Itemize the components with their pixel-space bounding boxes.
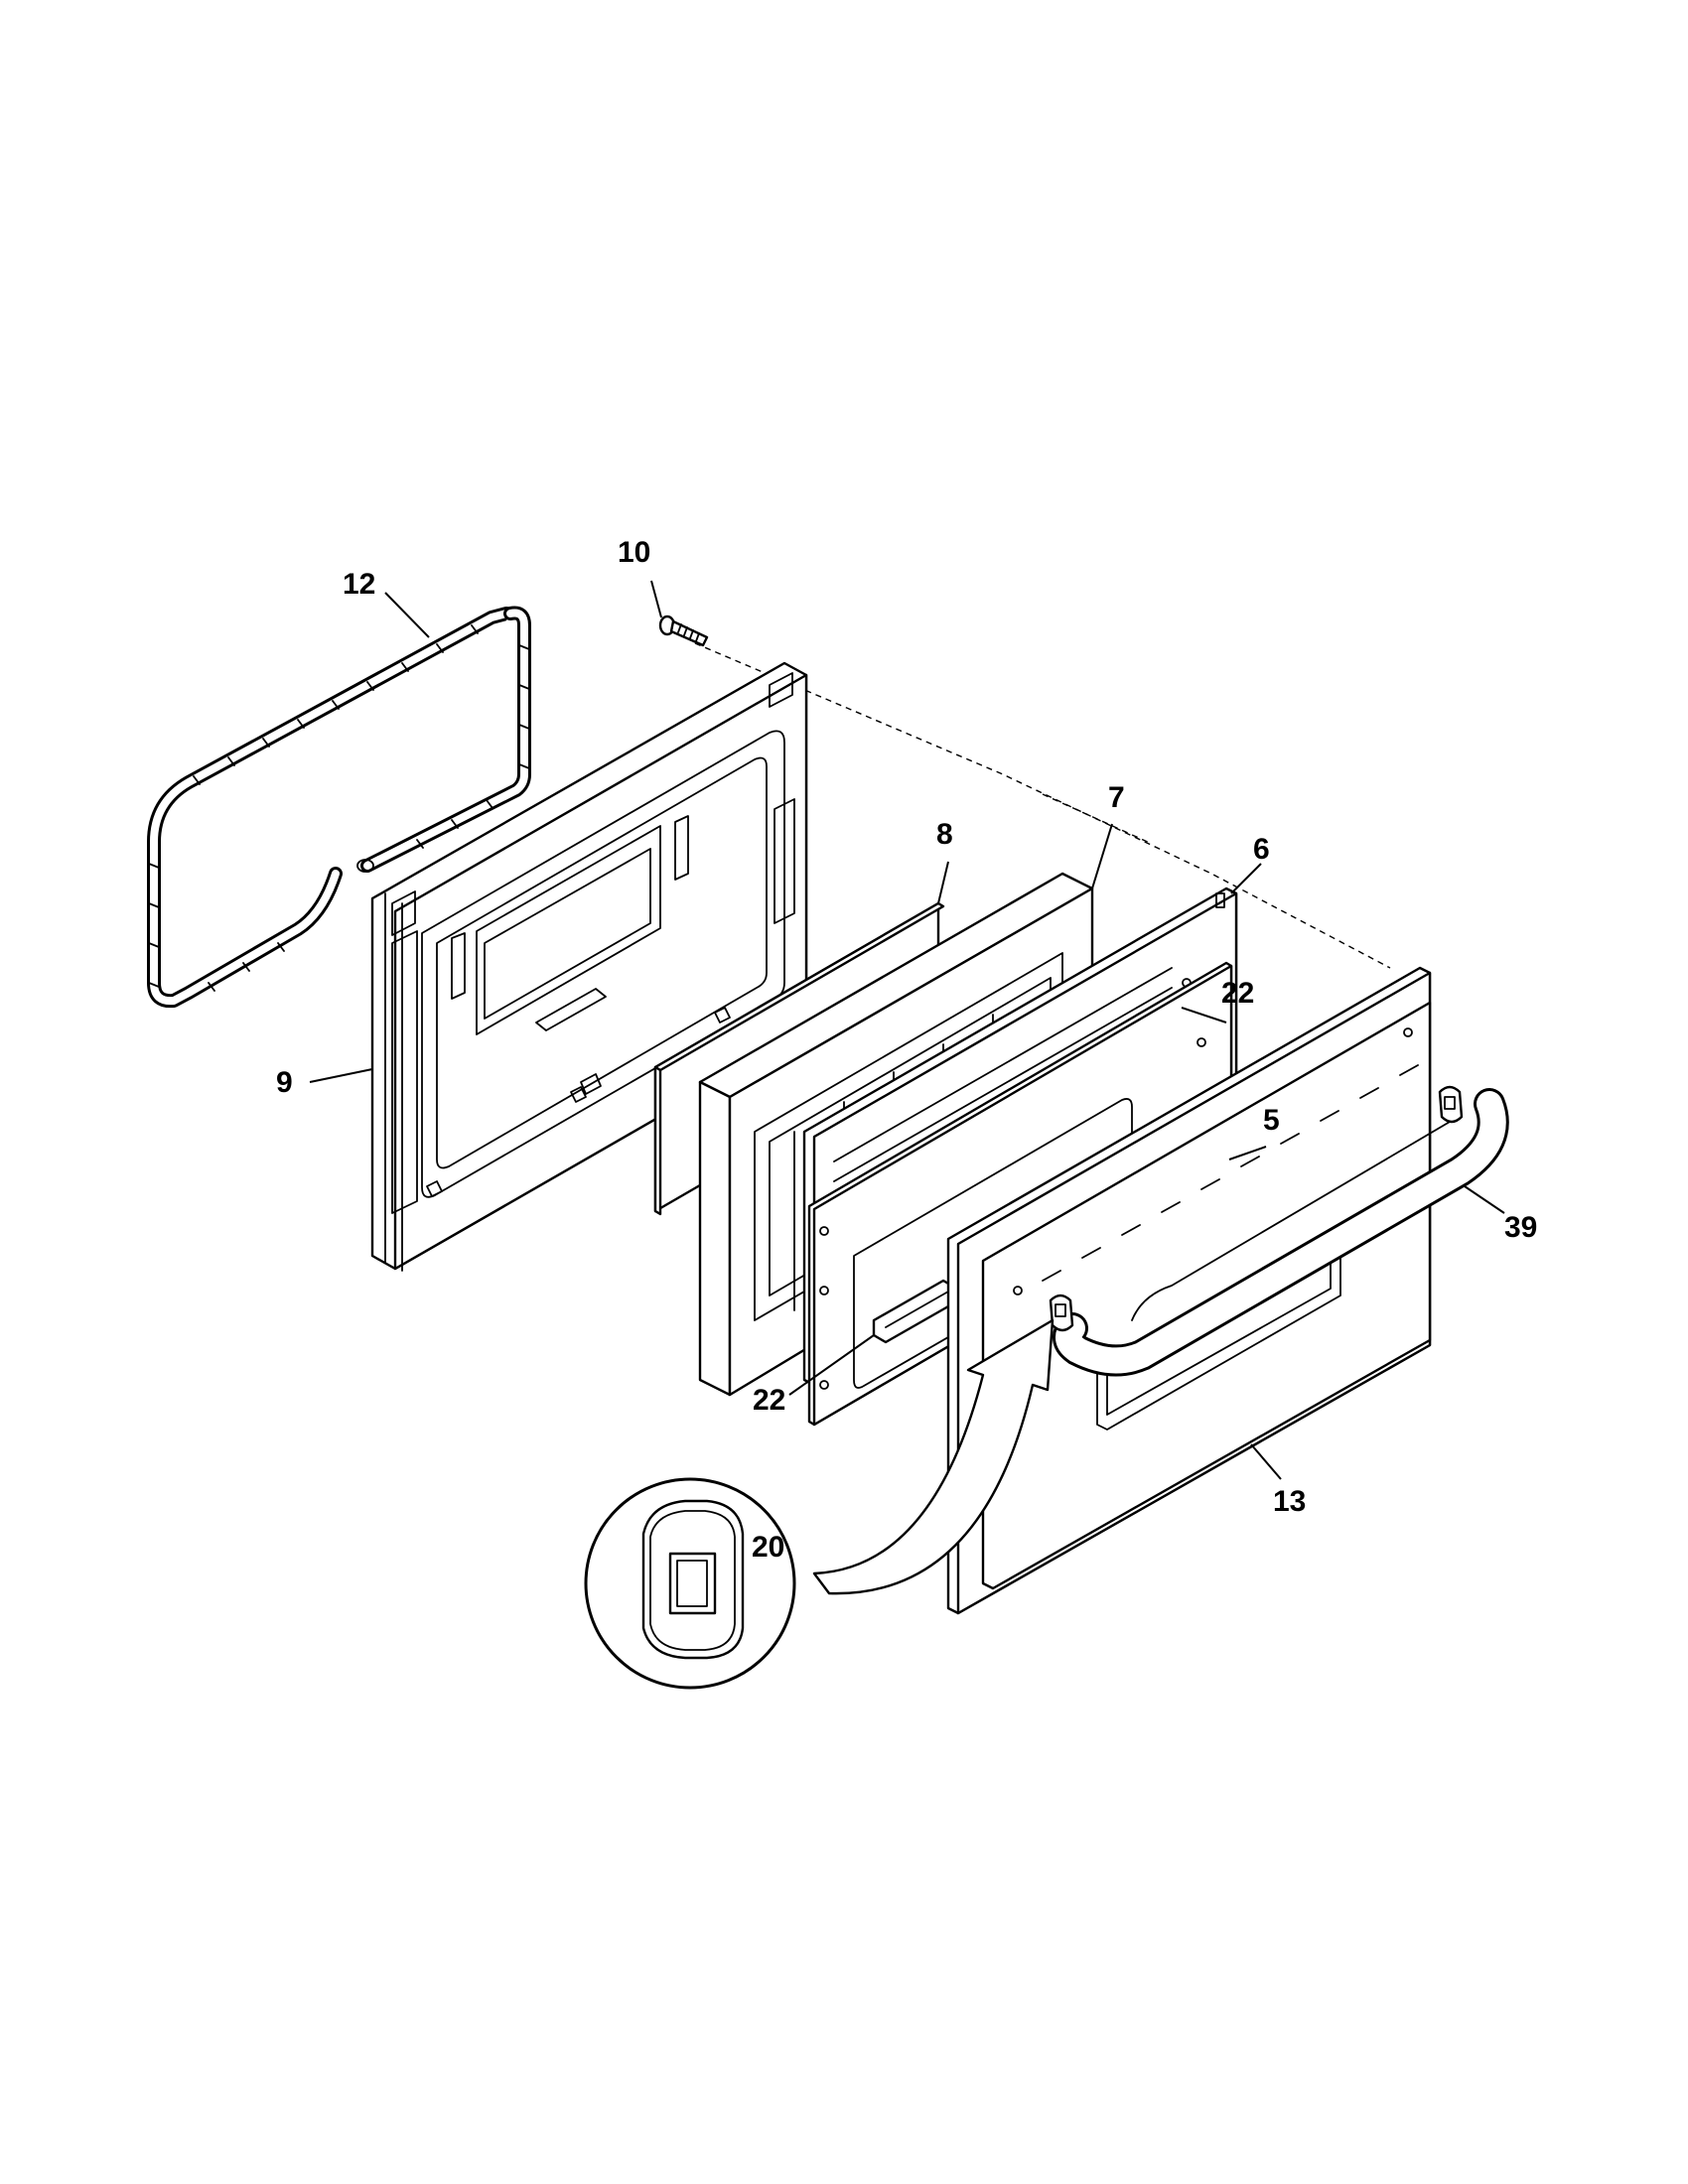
callout-window-glass: 5 xyxy=(1263,1104,1280,1137)
callout-glass-retainer: 6 xyxy=(1253,833,1270,866)
door-handle xyxy=(1049,1085,1509,1377)
callout-insulation: 8 xyxy=(936,818,953,851)
leader-lines xyxy=(309,580,1505,1480)
callout-outer-door-panel: 13 xyxy=(1273,1485,1306,1518)
callout-retainer-clip-top: 22 xyxy=(1221,977,1254,1010)
outer-door-panel xyxy=(946,966,1432,1615)
callout-handle-spacer: 20 xyxy=(752,1531,784,1564)
alignment-lines xyxy=(694,642,1391,969)
detail-pointer-arrow xyxy=(812,1318,1055,1595)
door-gasket xyxy=(147,606,531,1009)
handle-spacer-detail xyxy=(584,1477,796,1690)
inner-door-liner xyxy=(370,661,808,1272)
door-screw xyxy=(658,614,709,647)
callout-labels: 12 10 9 8 7 6 22 5 22 39 13 20 xyxy=(276,536,1537,1564)
callout-door-liner-pack: 7 xyxy=(1108,781,1125,814)
callout-inner-door-liner: 9 xyxy=(276,1066,293,1099)
callout-retainer-clip-bottom: 22 xyxy=(753,1384,785,1417)
callout-handle: 39 xyxy=(1504,1211,1537,1244)
callout-gasket: 12 xyxy=(343,568,375,601)
callout-screw: 10 xyxy=(618,536,650,569)
